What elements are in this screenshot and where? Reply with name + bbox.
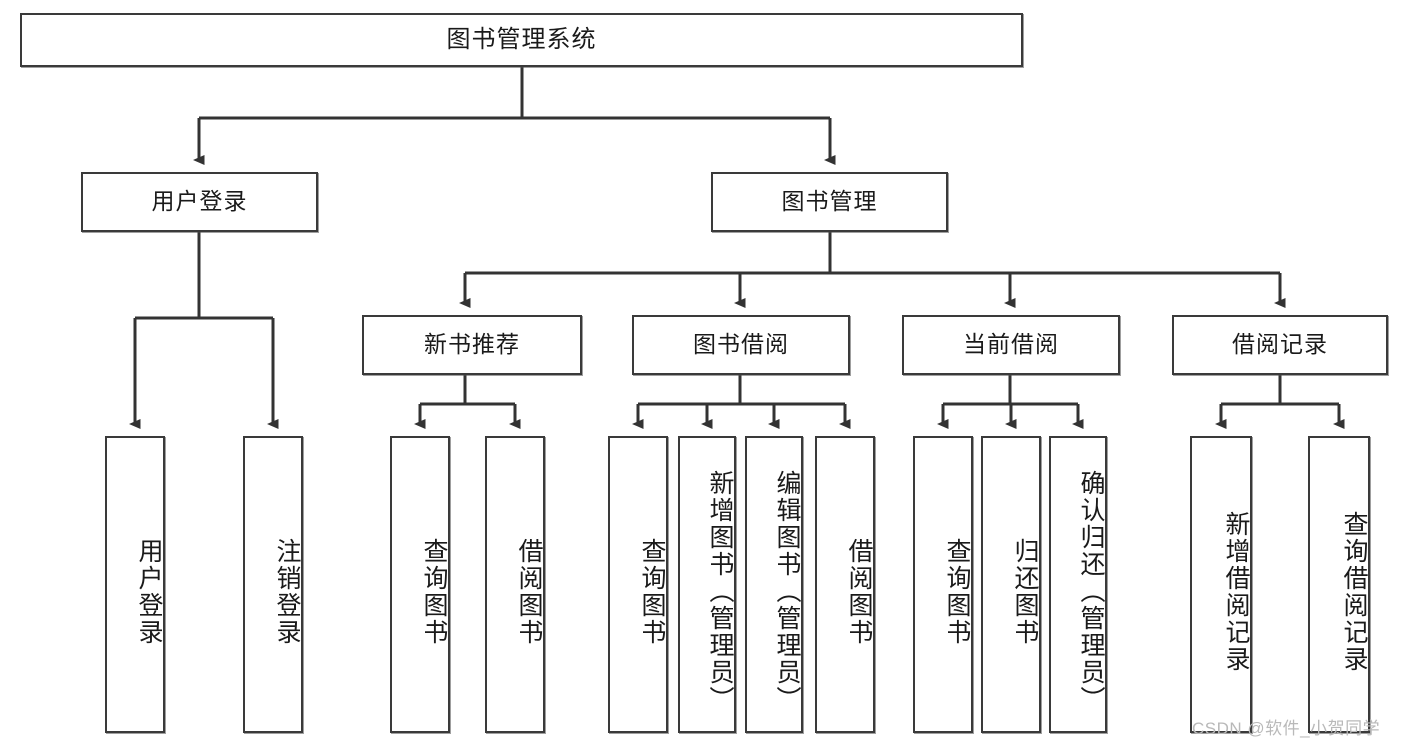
leaf-add-book-admin[interactable]: 新增图书（管理员） (678, 436, 736, 733)
leaf-confirm-return-admin[interactable]: 确认归还（管理员） (1049, 436, 1107, 733)
node-new-book-recommend[interactable]: 新书推荐 (362, 315, 582, 375)
leaf-query-book-borrow[interactable]: 查询图书 (608, 436, 668, 733)
leaf-logout-login[interactable]: 注销登录 (243, 436, 303, 733)
node-current-borrow[interactable]: 当前借阅 (902, 315, 1120, 375)
node-user-login[interactable]: 用户登录 (81, 172, 318, 232)
node-root[interactable]: 图书管理系统 (20, 13, 1023, 67)
leaf-query-book-recommend[interactable]: 查询图书 (390, 436, 450, 733)
leaf-borrow-book[interactable]: 借阅图书 (815, 436, 875, 733)
leaf-query-borrow-record[interactable]: 查询借阅记录 (1308, 436, 1370, 733)
node-book-borrow[interactable]: 图书借阅 (632, 315, 850, 375)
leaf-user-login[interactable]: 用户登录 (105, 436, 165, 733)
csdn-watermark: CSDN @软件_小贺同学 (1192, 719, 1381, 738)
leaf-borrow-book-recommend[interactable]: 借阅图书 (485, 436, 545, 733)
node-book-management[interactable]: 图书管理 (711, 172, 948, 232)
leaf-return-book[interactable]: 归还图书 (981, 436, 1041, 733)
leaf-query-book-current[interactable]: 查询图书 (913, 436, 973, 733)
node-borrow-record[interactable]: 借阅记录 (1172, 315, 1388, 375)
leaf-add-borrow-record[interactable]: 新增借阅记录 (1190, 436, 1252, 733)
leaf-edit-book-admin[interactable]: 编辑图书（管理员） (745, 436, 803, 733)
